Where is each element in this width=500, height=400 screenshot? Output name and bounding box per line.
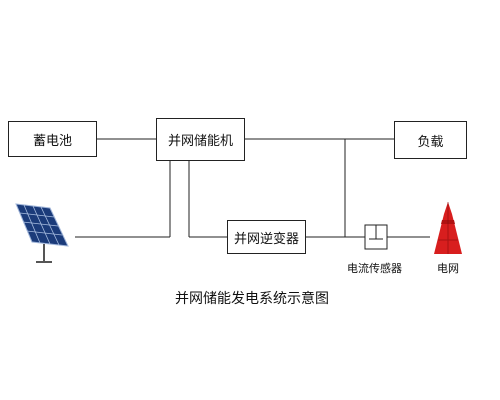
load-box: 负载: [394, 121, 467, 159]
load-label: 负载: [417, 134, 444, 150]
grid-label: 电网: [437, 262, 459, 275]
current-sensor-label: 电流传感器: [347, 262, 402, 275]
battery-label: 蓄电池: [32, 133, 72, 149]
grid-storage-machine-box: 并网储能机: [156, 118, 245, 161]
grid-storage-machine-label: 并网储能机: [167, 134, 233, 149]
battery-box: 蓄电池: [8, 121, 97, 157]
power-tower-icon: [434, 202, 462, 254]
solar-panel-icon: [15, 203, 69, 263]
inverter-label: 并网逆变器: [233, 231, 299, 247]
current-sensor-icon: [364, 224, 388, 250]
diagram-caption: 并网储能发电系统示意图: [175, 291, 329, 307]
inverter-box: 并网逆变器: [227, 220, 306, 254]
